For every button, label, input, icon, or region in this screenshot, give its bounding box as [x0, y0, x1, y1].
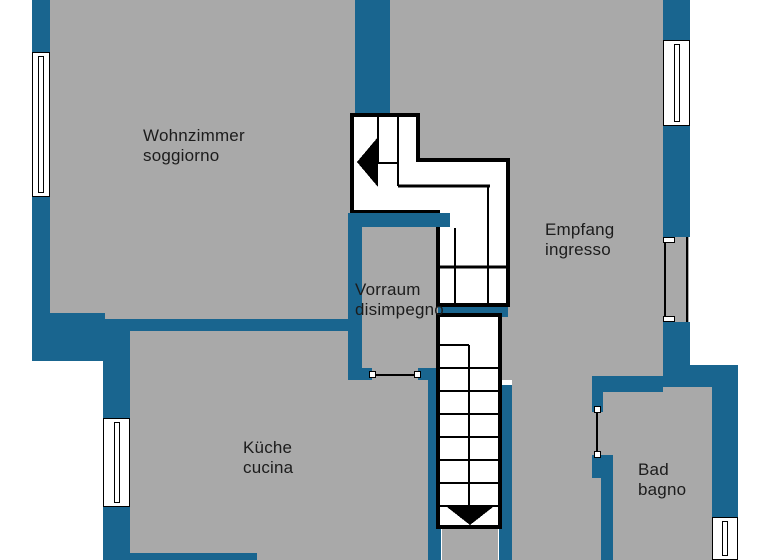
- door-frame-line: [686, 237, 688, 322]
- wall: [601, 478, 613, 560]
- window-pane: [113, 422, 120, 503]
- wall: [103, 507, 130, 560]
- room-label-empfang: Empfang ingresso: [545, 220, 614, 260]
- door-frame-line: [664, 237, 666, 322]
- wall: [663, 126, 690, 237]
- stair-direction-arrow-left-icon: [357, 137, 378, 187]
- window-symbol: [103, 418, 130, 507]
- floor-wohnzimmer: [50, 0, 355, 322]
- wall: [592, 392, 603, 412]
- room-label-kueche: Küche cucina: [243, 438, 293, 478]
- room-name-de: Empfang: [545, 220, 615, 239]
- room-label-bad: Bad bagno: [638, 460, 686, 500]
- room-name-de: Küche: [243, 438, 293, 457]
- french-door-symbol: [663, 237, 689, 322]
- door-hinge: [594, 406, 601, 413]
- window-pane: [673, 44, 680, 122]
- staircase-upper-flight: [350, 113, 510, 307]
- room-label-vorraum: Vorraum disimpegno: [355, 280, 444, 320]
- door-opening: [596, 412, 598, 453]
- wall: [32, 197, 50, 318]
- floor-vorraum: [362, 227, 438, 380]
- wall: [438, 306, 508, 317]
- room-name-it: ingresso: [545, 240, 611, 259]
- window-symbol: [663, 40, 690, 126]
- room-name-de: Bad: [638, 460, 669, 479]
- wall: [130, 553, 257, 560]
- door-sill: [663, 237, 675, 243]
- room-name-it: cucina: [243, 458, 294, 477]
- wall: [592, 376, 663, 392]
- wall: [348, 227, 362, 368]
- wall: [499, 385, 512, 560]
- door-hinge: [369, 371, 376, 378]
- window-pane: [722, 521, 728, 556]
- floor-under-stair: [442, 527, 498, 560]
- wall: [355, 0, 390, 113]
- room-name-it: soggiorno: [143, 146, 220, 165]
- wall: [348, 368, 372, 380]
- wall: [103, 331, 130, 418]
- room-name-de: Vorraum: [355, 280, 421, 299]
- wall: [592, 455, 613, 478]
- room-name-de: Wohnzimmer: [143, 126, 245, 145]
- door-sill: [663, 316, 675, 322]
- window-symbol: [712, 517, 738, 560]
- wall: [712, 387, 738, 517]
- floor-corridor: [512, 317, 592, 560]
- wall: [663, 322, 690, 365]
- wall: [663, 365, 738, 387]
- window-symbol: [32, 52, 50, 197]
- wall: [32, 0, 50, 52]
- staircase-lower-flight: [436, 313, 502, 529]
- stair-direction-arrow-down-icon: [447, 507, 493, 525]
- room-label-wohnzimmer: Wohnzimmer soggiorno: [143, 126, 245, 166]
- wall: [348, 213, 450, 227]
- wall: [32, 319, 350, 331]
- wall: [663, 0, 690, 40]
- room-name-it: disimpegno: [355, 300, 444, 319]
- door-hinge: [414, 371, 421, 378]
- door-opening: [374, 374, 417, 376]
- window-pane: [38, 56, 44, 193]
- door-hinge: [594, 451, 601, 458]
- room-name-it: bagno: [638, 480, 687, 499]
